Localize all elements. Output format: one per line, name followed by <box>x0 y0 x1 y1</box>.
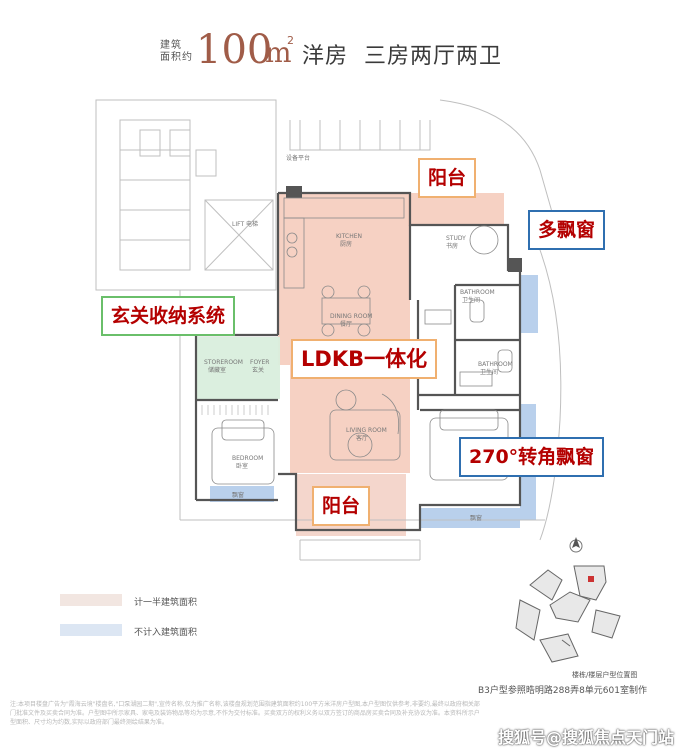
area-unit-superscript: 2 <box>287 34 294 47</box>
disclaimer-fine-print: 注:本项目楼盘广告为"霞海云境"楼盘名,"口泵湖园二期",宣传名称,仅为推广名称… <box>10 701 480 726</box>
label-living-en: LIVING ROOM <box>346 427 387 434</box>
shade-bay-bottom <box>420 508 520 528</box>
label-bay-small: 飘窗 <box>232 491 244 499</box>
column-1 <box>508 258 522 272</box>
callout-ldkb: LDKB一体化 <box>291 339 438 379</box>
label-bath1-en: BATHROOM <box>460 289 495 296</box>
legend-swatch-half-area <box>60 594 122 606</box>
label-storeroom: 储藏室 <box>208 366 226 374</box>
shade-bay-bedroom <box>210 486 274 502</box>
watermark: 搜狐号@搜狐焦点天门站 <box>498 728 675 747</box>
area-caption: 建筑 面积约 <box>160 40 193 63</box>
legend-swatch-excluded-area <box>60 624 122 636</box>
label-study-en: STUDY <box>446 235 466 242</box>
callout-entry-storage: 玄关收纳系统 <box>101 296 236 336</box>
callout-bay-window: 多飘窗 <box>528 210 606 250</box>
label-bath1: 卫生间 <box>462 296 480 304</box>
unit-reference-note: B3户型参照晧明路288弄8单元601室制作 <box>478 686 647 696</box>
legend-label-half-area: 计一半建筑面积 <box>134 598 198 608</box>
label-dining: 餐厅 <box>340 320 352 328</box>
layout-title: 洋房 三房两厅两卫 <box>302 44 502 69</box>
label-bedroom: 卧室 <box>236 462 248 470</box>
label-living: 客厅 <box>356 434 368 442</box>
lift-shaft <box>204 199 274 271</box>
label-lift: LIFT 电梯 <box>232 220 258 228</box>
north-arrow-icon <box>569 537 583 553</box>
shade-balcony-top <box>408 193 504 225</box>
column-2 <box>286 186 302 198</box>
label-foyer: 玄关 <box>252 366 264 374</box>
kitchen-counter <box>283 197 405 219</box>
shade-living <box>290 365 410 473</box>
label-kitchen: 厨房 <box>340 240 352 248</box>
shade-bay-right <box>520 275 538 333</box>
area-number: 100 <box>196 27 273 73</box>
wall-main-outline <box>278 191 522 532</box>
label-bath2: 卫生间 <box>480 368 498 376</box>
label-kitchen-en: KITCHEN <box>336 233 362 240</box>
shade-kitchen-dining <box>278 193 410 365</box>
label-study: 书房 <box>446 242 458 250</box>
shade-foyer-storage <box>196 337 280 399</box>
callout-corner-bay-window: 270°转角飘窗 <box>459 437 605 477</box>
label-bath2-en: BATHROOM <box>478 361 513 368</box>
stair-block <box>95 99 277 291</box>
label-equipment-platform: 设备平台 <box>286 154 310 162</box>
label-storeroom-en: STOREROOM <box>204 359 243 366</box>
area-unit: m <box>265 36 292 69</box>
callout-balcony-top: 阳台 <box>418 158 477 198</box>
label-bay-large: 飘窗 <box>470 514 482 522</box>
living-rug <box>329 409 401 461</box>
bedroom-bed <box>211 427 275 485</box>
label-dining-en: DINING ROOM <box>330 313 372 320</box>
site-location-map <box>515 565 621 663</box>
callout-balcony-bottom: 阳台 <box>312 486 371 526</box>
legend-label-excluded-area: 不计入建筑面积 <box>134 628 198 638</box>
site-map-caption: 楼栋/楼层户型位置图 <box>572 671 638 679</box>
label-bedroom-en: BEDROOM <box>232 455 263 462</box>
dining-table <box>321 297 371 325</box>
label-foyer-en: FOYER <box>250 359 269 366</box>
